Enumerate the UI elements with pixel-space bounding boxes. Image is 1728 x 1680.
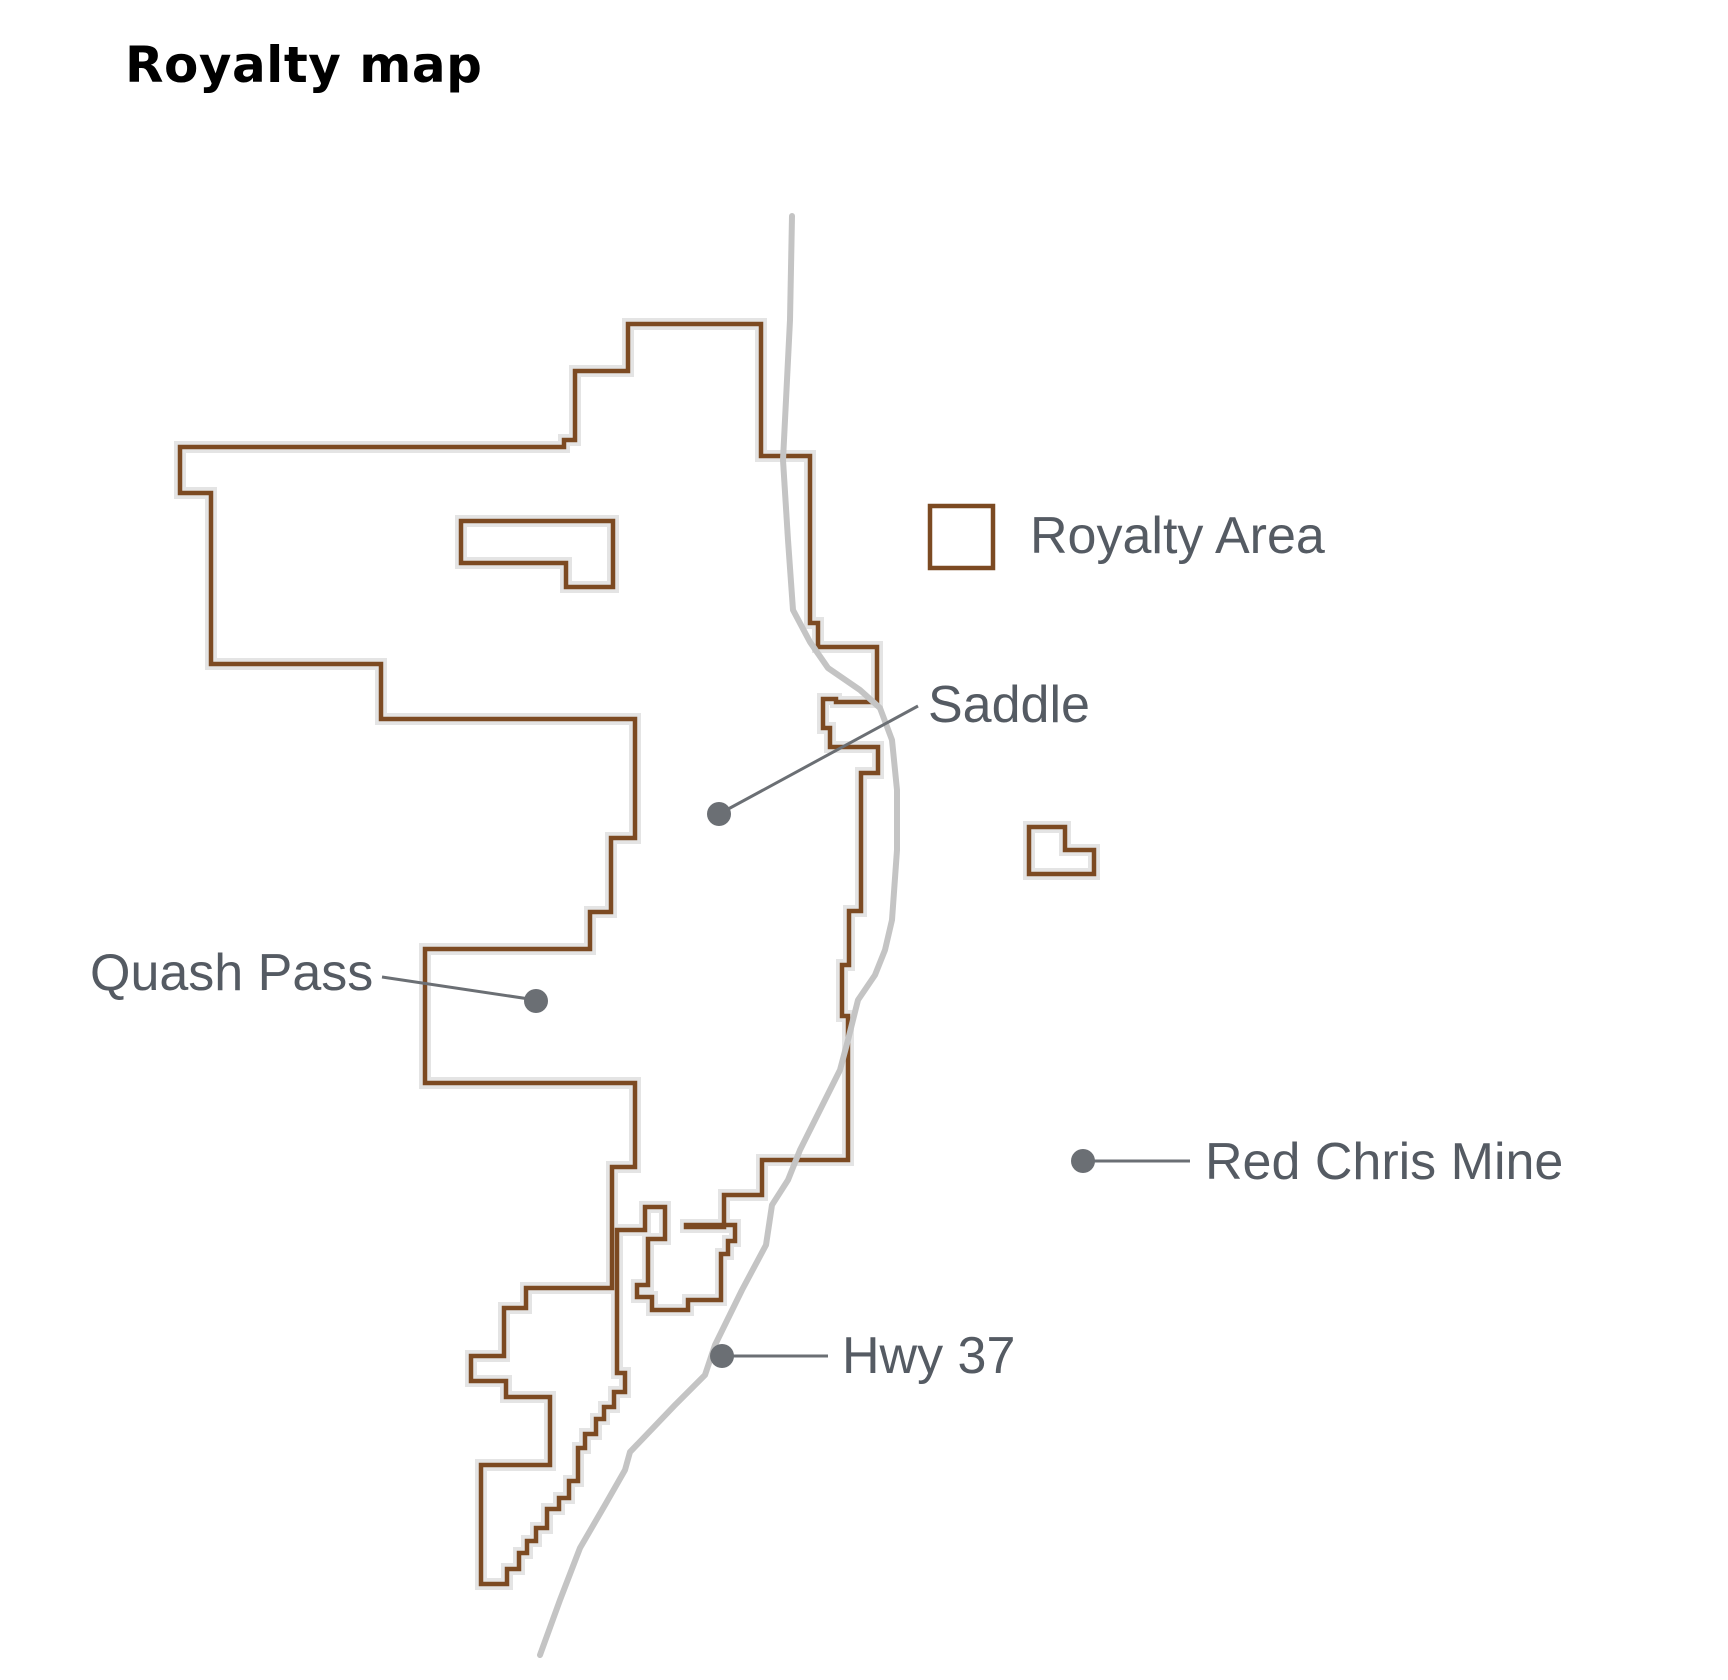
- place-saddle: Saddle: [707, 676, 1090, 826]
- place-red-chris-mine: Red Chris Mine: [1071, 1133, 1563, 1191]
- quash-pass-marker: [524, 989, 548, 1013]
- saddle-marker: [707, 802, 731, 826]
- map-title: Royalty map: [125, 36, 483, 94]
- place-hwy-37: Hwy 37: [710, 1327, 1015, 1385]
- place-quash-pass: Quash Pass: [90, 944, 548, 1013]
- royalty-area-east-parcel: [1026, 824, 1097, 877]
- saddle-label: Saddle: [928, 676, 1090, 734]
- royalty-area-outlines: [177, 321, 1097, 1587]
- hwy-37-label: Hwy 37: [842, 1327, 1015, 1385]
- quash-pass-leader-line: [381, 975, 537, 1002]
- quash-pass-label: Quash Pass: [90, 944, 373, 1002]
- royalty-area-swatch: [927, 503, 996, 571]
- hwy-37-marker: [710, 1344, 734, 1368]
- highway-37-line: [537, 213, 900, 1658]
- red-chris-mine-marker: [1071, 1149, 1095, 1173]
- legend-label-royalty-area: Royalty Area: [1030, 507, 1325, 565]
- red-chris-mine-label: Red Chris Mine: [1205, 1133, 1563, 1191]
- saddle-leader-line: [718, 704, 919, 816]
- royalty-area-main: [177, 321, 881, 1587]
- royalty-area-north-parcel: [458, 518, 616, 590]
- map-legend: Royalty Area: [927, 503, 1325, 571]
